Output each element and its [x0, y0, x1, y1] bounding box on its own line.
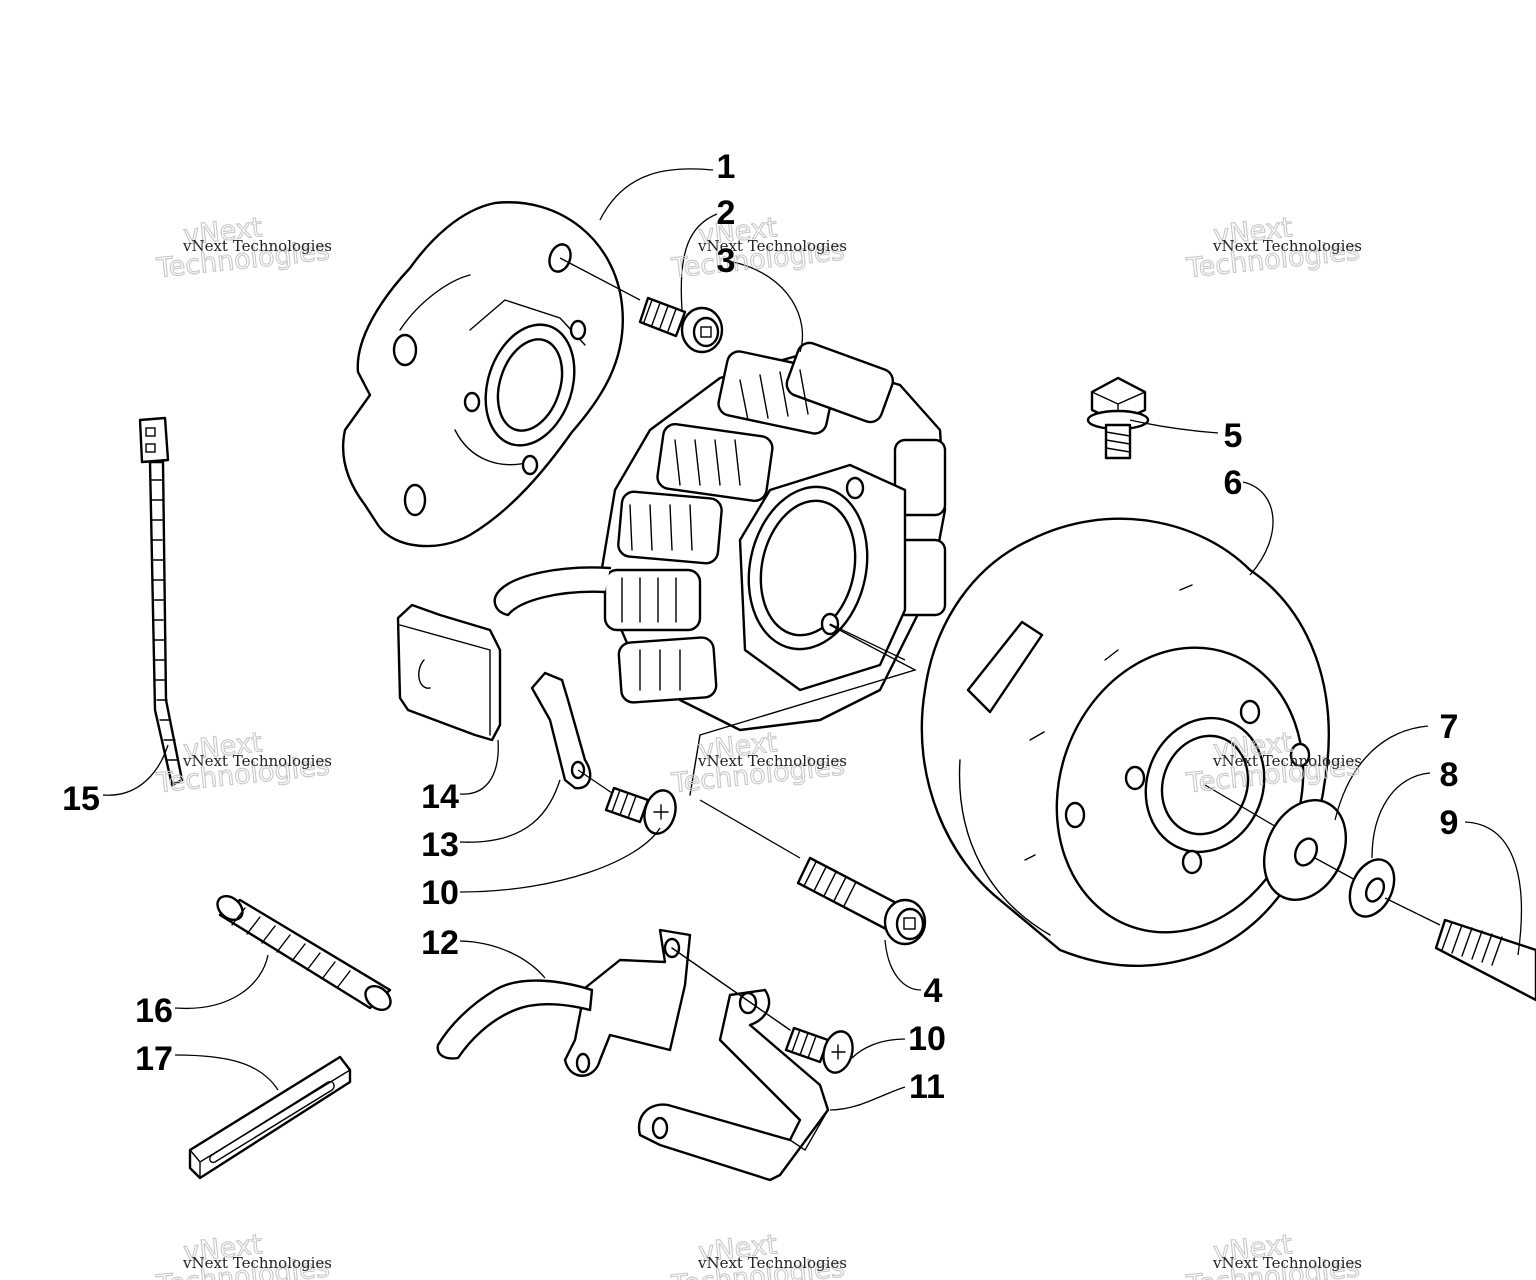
watermark-small: vNext Technologies: [1212, 1254, 1362, 1272]
callout-12: 12: [421, 924, 459, 962]
callout-7: 7: [1440, 708, 1459, 746]
flywheel-stud: [1434, 918, 1536, 1002]
flywheel-washer: [1262, 799, 1371, 901]
insulating-sleeve: [216, 894, 392, 1012]
watermark-tile: vNext Technologies vNext Technologies: [1184, 212, 1362, 285]
watermark-small: vNext Technologies: [697, 752, 847, 770]
stator-socket-screw: [699, 799, 927, 946]
watermark-small: vNext Technologies: [697, 237, 847, 255]
stator-plate: [341, 201, 641, 548]
flywheel: [920, 517, 1330, 968]
callout-2: 2: [717, 194, 736, 232]
callout-15: 15: [62, 780, 100, 818]
callout-16: 16: [135, 992, 173, 1030]
watermark-small: vNext Technologies: [1212, 237, 1362, 255]
watermark-tile: vNext Technologies vNext Technologies: [669, 1229, 847, 1280]
stator-plate-screw: [638, 296, 724, 354]
callout-10-upper: 10: [421, 874, 459, 912]
pan-screw-lower: [784, 1026, 854, 1074]
cover-pad: [396, 603, 502, 742]
watermark-small: vNext Technologies: [697, 1254, 847, 1272]
stator-coil: [493, 341, 947, 796]
flywheel-flange-bolt: [1086, 376, 1150, 460]
watermark-small: vNext Technologies: [182, 1254, 332, 1272]
watermark-tile: vNext Technologies vNext Technologies: [154, 212, 332, 285]
callout-8: 8: [1440, 756, 1459, 794]
cable-tie: [138, 416, 184, 787]
callout-17: 17: [135, 1040, 173, 1078]
watermark-small: vNext Technologies: [182, 237, 332, 255]
callout-11: 11: [909, 1068, 945, 1106]
callout-4: 4: [924, 972, 943, 1010]
lock-washer: [1348, 858, 1441, 926]
ground-terminal: [530, 671, 613, 794]
callout-14: 14: [421, 778, 459, 816]
watermark-small: vNext Technologies: [182, 752, 332, 770]
watermark-tile: vNext Technologies vNext Technologies: [154, 1229, 332, 1280]
callout-1: 1: [717, 148, 736, 186]
callout-6: 6: [1224, 464, 1243, 502]
callout-numbers: 1 2 3 4 5 6 7 8 9 10 10 11 12 13 14 15 1…: [62, 148, 1458, 1106]
slotted-plate: [188, 1055, 352, 1180]
callout-13: 13: [421, 826, 459, 864]
callout-9: 9: [1440, 804, 1459, 842]
watermark-tile: vNext Technologies vNext Technologies: [669, 212, 847, 285]
pickup-coil: [436, 928, 791, 1077]
watermark-small: vNext Technologies: [1212, 752, 1362, 770]
pickup-bracket: [637, 988, 830, 1182]
watermark-tile: vNext Technologies vNext Technologies: [1184, 1229, 1362, 1280]
watermark-tile: vNext Technologies vNext Technologies: [669, 727, 847, 800]
callout-10-lower: 10: [908, 1020, 946, 1058]
callout-5: 5: [1224, 417, 1243, 455]
pan-screw-upper: [604, 786, 677, 835]
leader-lines: [102, 168, 1523, 1111]
callout-3: 3: [717, 242, 736, 280]
